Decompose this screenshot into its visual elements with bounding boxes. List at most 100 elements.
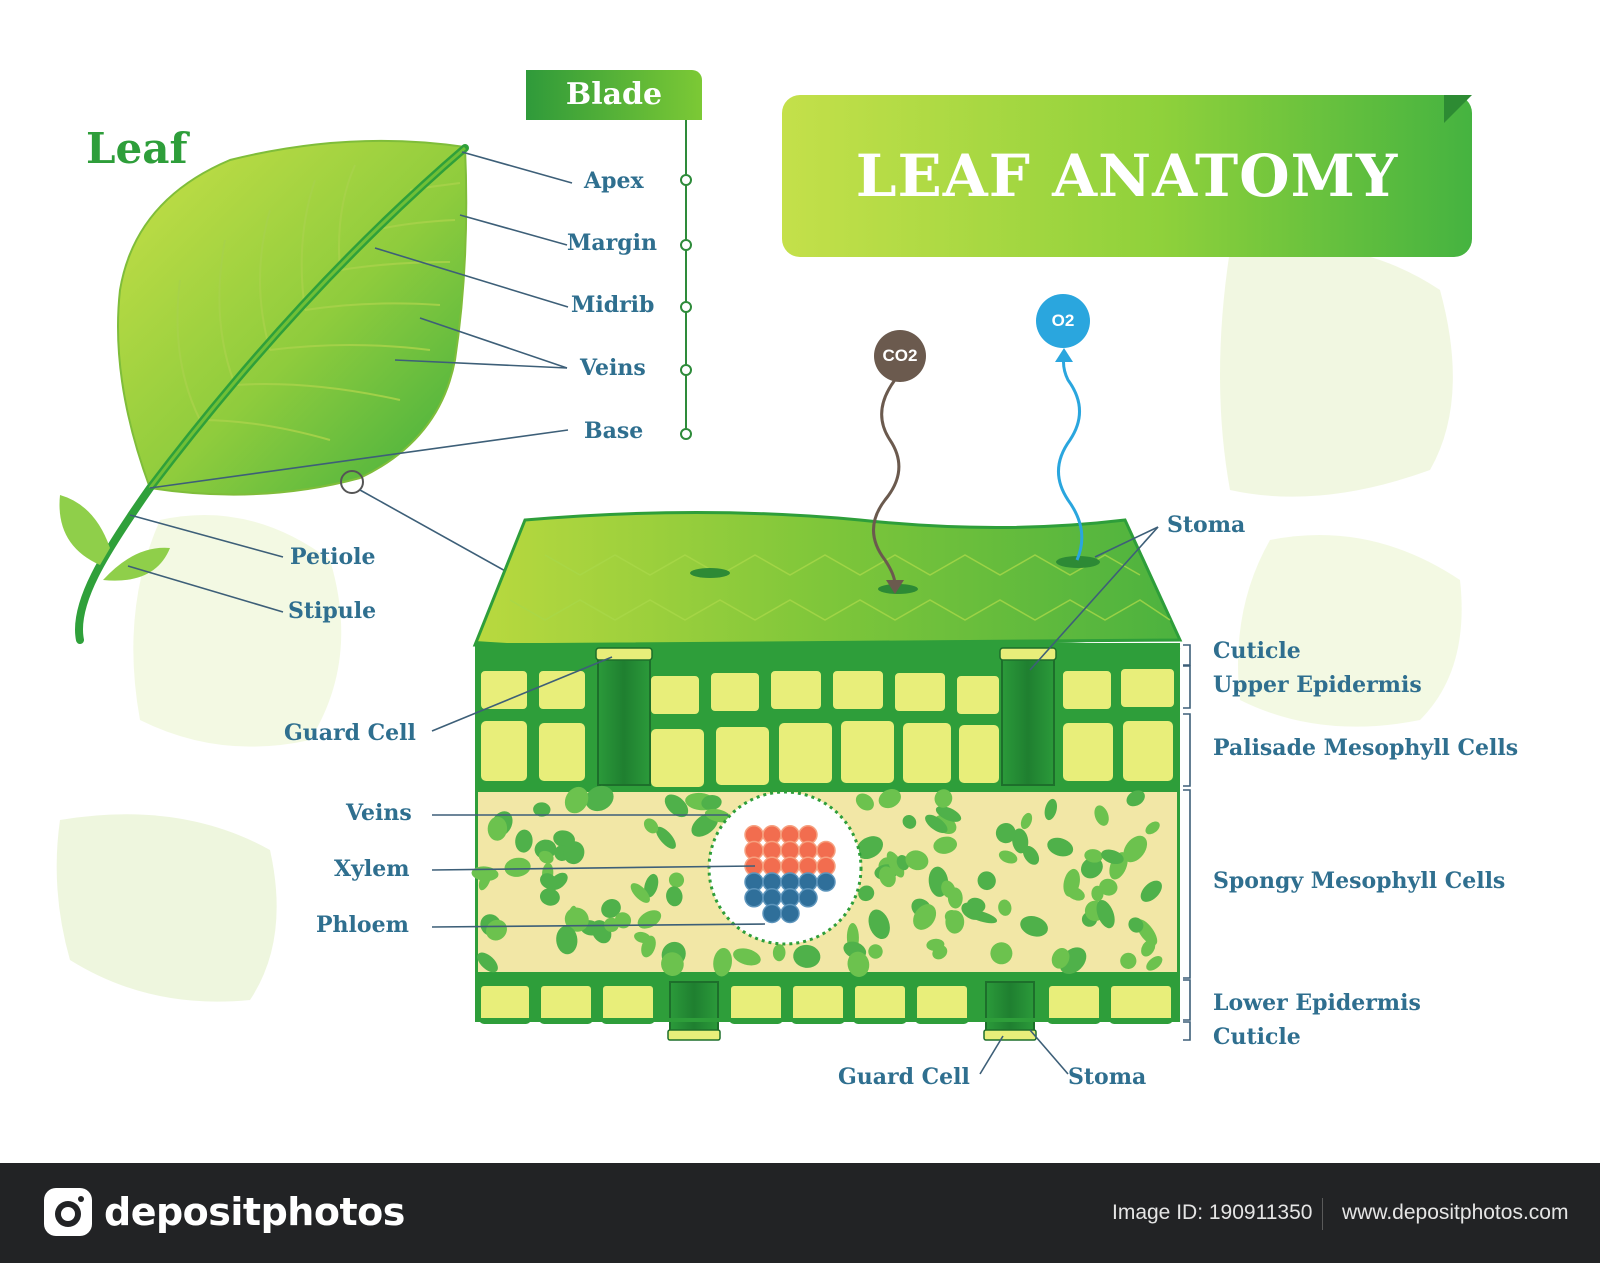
label-lower-epidermis: Lower Epidermis bbox=[1213, 990, 1421, 1016]
phloem-cell bbox=[816, 872, 836, 892]
image-id: Image ID: 190911350 bbox=[1112, 1201, 1313, 1224]
label-stoma-lower: Stoma bbox=[1068, 1064, 1147, 1090]
label-cuticle-upper: Cuticle bbox=[1213, 638, 1301, 664]
spongy-cell bbox=[1123, 835, 1148, 863]
spongy-cell bbox=[487, 816, 508, 841]
spongy-cell bbox=[1096, 899, 1115, 929]
spongy-cell bbox=[540, 873, 557, 890]
site-link[interactable]: www.depositphotos.com bbox=[1342, 1201, 1569, 1224]
spongy-cell bbox=[556, 925, 578, 955]
spongy-cell bbox=[878, 789, 901, 809]
spongy-cell bbox=[1080, 857, 1103, 879]
camera-logo-icon bbox=[44, 1188, 92, 1236]
spongy-cell bbox=[666, 886, 683, 907]
blade-bracket bbox=[680, 120, 692, 440]
spongy-cell bbox=[668, 872, 685, 888]
spongy-cell bbox=[477, 952, 498, 973]
label-apex: Apex bbox=[584, 168, 644, 194]
spongy-cell bbox=[902, 814, 917, 829]
footer-separator bbox=[1322, 1198, 1323, 1230]
spongy-cell bbox=[1101, 849, 1124, 865]
spongy-cell bbox=[1099, 878, 1118, 896]
gas-exchange-arrows bbox=[872, 348, 1084, 594]
label-margin: Margin bbox=[567, 230, 657, 256]
spongy-cell bbox=[664, 794, 689, 818]
spongy-cell bbox=[1140, 880, 1162, 902]
brand-logo[interactable]: depositphotos bbox=[104, 1190, 405, 1234]
cross-section-leader-lines bbox=[431, 526, 1159, 1075]
blade-heading: Blade bbox=[526, 70, 702, 120]
leaf-cross-section bbox=[471, 511, 1183, 1041]
label-midrib: Midrib bbox=[571, 292, 655, 318]
spongy-cell bbox=[944, 910, 959, 924]
spongy-cell bbox=[585, 785, 614, 812]
spongy-cell bbox=[1094, 805, 1109, 826]
spongy-cell bbox=[637, 910, 662, 929]
spongy-cell bbox=[772, 944, 786, 962]
spongy-cell bbox=[847, 951, 870, 977]
spongy-cell bbox=[701, 795, 722, 811]
label-veins-section: Veins bbox=[346, 800, 412, 826]
spongy-cell bbox=[630, 883, 650, 903]
spongy-cell bbox=[905, 850, 929, 871]
label-stipule: Stipule bbox=[288, 598, 377, 624]
spongy-cell bbox=[655, 826, 676, 849]
spongy-cell bbox=[644, 873, 659, 898]
spongy-cell bbox=[961, 902, 982, 920]
spongy-cell bbox=[614, 912, 632, 929]
spongy-cell bbox=[1146, 956, 1163, 971]
label-cuticle-lower: Cuticle bbox=[1213, 1024, 1301, 1050]
spongy-cell bbox=[733, 948, 761, 966]
spongy-cell bbox=[504, 857, 531, 877]
spongy-cell bbox=[941, 880, 956, 899]
phloem-cell bbox=[798, 888, 818, 908]
spongy-cell bbox=[1051, 948, 1070, 969]
spongy-cell bbox=[1126, 790, 1145, 807]
label-veins: Veins bbox=[580, 355, 646, 381]
spongy-cell bbox=[925, 814, 948, 834]
label-guard-cell-upper: Guard Cell bbox=[284, 720, 416, 746]
spongy-cell bbox=[538, 850, 554, 864]
o2-bubble: O2 bbox=[1036, 294, 1090, 348]
spongy-cell bbox=[1020, 812, 1033, 830]
background-leaves bbox=[56, 245, 1462, 1002]
title-banner-fold bbox=[1444, 95, 1472, 123]
spongy-cell bbox=[995, 823, 1016, 844]
spongy-cell bbox=[713, 947, 732, 977]
spongy-cell bbox=[601, 899, 621, 918]
label-xylem: Xylem bbox=[334, 856, 410, 882]
spongy-cell bbox=[1120, 952, 1137, 970]
label-petiole: Petiole bbox=[290, 544, 376, 570]
spongy-cell bbox=[913, 904, 937, 930]
spongy-cell bbox=[1047, 837, 1074, 857]
spongy-cell bbox=[926, 938, 945, 951]
spongy-cell bbox=[858, 885, 875, 902]
spongy-cell bbox=[1141, 939, 1156, 957]
spongy-cell bbox=[1128, 917, 1144, 933]
layer-brackets bbox=[1183, 644, 1191, 1041]
spongy-cell bbox=[990, 942, 1013, 965]
spongy-cell bbox=[886, 851, 905, 878]
spongy-cell bbox=[868, 909, 890, 940]
leaf-heading: Leaf bbox=[86, 124, 188, 173]
co2-bubble: CO2 bbox=[874, 330, 926, 382]
spongy-cell bbox=[793, 944, 821, 968]
spongy-cell bbox=[1145, 821, 1160, 835]
spongy-cell bbox=[643, 818, 659, 834]
spongy-cell bbox=[634, 931, 651, 944]
spongy-cell bbox=[515, 829, 533, 853]
spongy-cell bbox=[661, 952, 684, 976]
spongy-cell bbox=[856, 836, 884, 860]
spongy-cell bbox=[1012, 828, 1029, 854]
phloem-cell bbox=[762, 903, 782, 924]
spongy-cell bbox=[998, 850, 1018, 864]
page-title: LEAF ANATOMY bbox=[855, 142, 1399, 210]
spongy-cell bbox=[855, 793, 874, 811]
leaf-anatomy-diagram bbox=[56, 120, 1462, 1075]
spongy-cell bbox=[1063, 868, 1080, 897]
spongy-cell bbox=[998, 899, 1012, 916]
spongy-cell bbox=[934, 789, 953, 808]
label-phloem: Phloem bbox=[316, 912, 409, 938]
spongy-cell bbox=[935, 806, 962, 822]
label-base: Base bbox=[584, 418, 644, 444]
